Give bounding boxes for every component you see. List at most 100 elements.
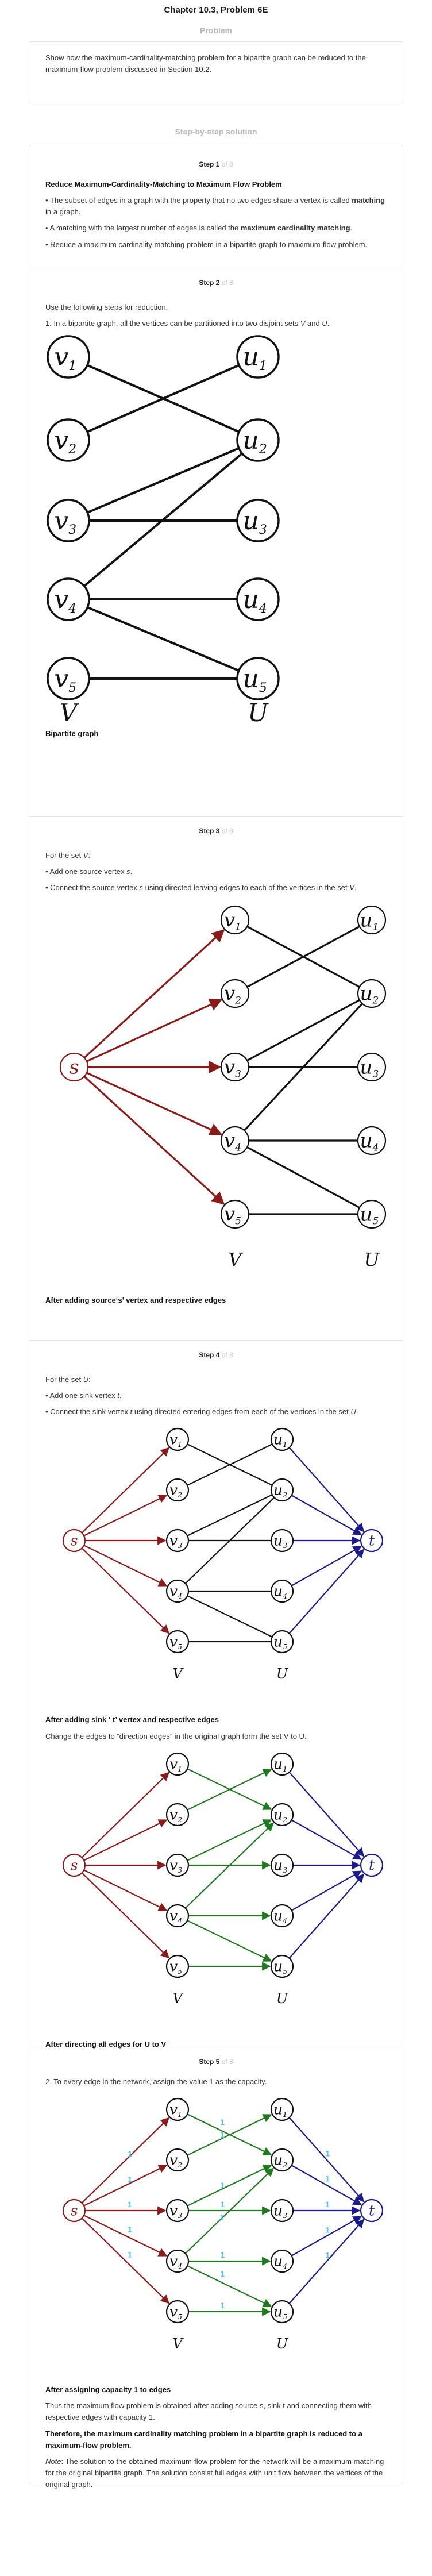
edge-v4-u5 <box>246 1146 360 1209</box>
step-5-para-2: Therefore, the maximum cardinality match… <box>45 2429 362 2450</box>
step-5-para-1: Thus the maximum flow problem is obtaine… <box>45 2401 372 2422</box>
vertex-v2-circle <box>165 1478 190 1502</box>
vertex-v4-circle <box>47 577 90 622</box>
set-label-u: U <box>276 1990 288 2007</box>
step-5-intro: 2. To every edge in the network, assign … <box>45 2077 267 2086</box>
vertex-u5-circle <box>270 1630 294 1654</box>
vertex-u2-circle <box>270 1803 294 1826</box>
vertex-v4: v4 <box>220 1126 250 1156</box>
vertex-u1: u1 <box>236 335 280 379</box>
source-edge-v1 <box>81 2117 170 2204</box>
vertex-u3: u3 <box>236 499 280 543</box>
step-2-caption: Bipartite graph <box>45 729 99 738</box>
vertex-v2: v2 <box>165 2148 190 2172</box>
vertex-v4-circle <box>165 2250 190 2273</box>
edge-v3-u2 <box>187 1494 273 1537</box>
vertex-v3-circle <box>165 2199 190 2223</box>
source-vertex-s-circle <box>59 1053 89 1082</box>
vertex-v2: v2 <box>165 1803 190 1826</box>
vertex-v5-circle <box>165 1954 190 1978</box>
vertex-v1: v1 <box>165 1428 190 1451</box>
vertex-u2-circle <box>270 2148 294 2172</box>
step-2-card: Step 2 of 8 Use the following steps for … <box>29 268 403 816</box>
capacity-label: 1 <box>325 2225 330 2235</box>
capacity-label: 1 <box>221 2200 225 2209</box>
edge-v2-u1 <box>187 1768 272 1811</box>
capacity-label: 1 <box>128 2225 132 2234</box>
vertex-u4-circle <box>270 2250 294 2273</box>
vertex-v4: v4 <box>165 2250 190 2273</box>
step-4-caption-2: After directing all edges for U to V <box>45 2039 167 2049</box>
sink-edge-u5 <box>288 1873 365 1959</box>
vertex-v5: v5 <box>165 1630 190 1654</box>
sink-edge-u5 <box>288 1549 365 1634</box>
capacity-label: 1 <box>220 2130 225 2139</box>
source-vertex-s-label: s <box>71 2203 78 2219</box>
step-3-bullet-1: • Add one source vertex s. <box>45 867 133 876</box>
capacity-label: 1 <box>221 2301 225 2310</box>
vertex-v3-circle <box>220 1053 250 1082</box>
step-1-bullet-2: • A matching with the largest number of … <box>45 224 353 233</box>
vertex-v5: v5 <box>165 1954 190 1978</box>
step-2-item: 1. In a bipartite graph, all the vertice… <box>45 319 330 328</box>
vertex-v1: v1 <box>165 2098 190 2121</box>
source-vertex-s: s <box>62 2199 86 2223</box>
set-label-v: V <box>172 2336 184 2352</box>
vertex-v3-circle <box>165 1529 190 1553</box>
source-vertex-s-label: s <box>71 1857 78 1873</box>
edge-v4-u2 <box>83 452 243 587</box>
vertex-v5: v5 <box>47 657 90 701</box>
step-4-caption-1: After adding sink ‘ t’ vertex and respec… <box>45 1715 219 1724</box>
vertex-v2-circle <box>220 979 250 1008</box>
vertex-v5-circle <box>165 2300 190 2324</box>
sink-edge-u4 <box>291 1870 362 1911</box>
vertex-v1-circle <box>165 1752 190 1776</box>
capacity-label: 1 <box>220 2117 225 2127</box>
vertex-u5: u5 <box>357 1200 387 1229</box>
step-5-caption: After assigning capacity 1 to edges <box>45 2385 171 2394</box>
source-vertex-s-label: s <box>69 1056 79 1079</box>
source-edge-v1 <box>81 1772 170 1858</box>
capacity-label: 1 <box>220 2181 225 2190</box>
set-label-u: U <box>276 2336 288 2352</box>
vertex-v5-circle <box>165 1630 190 1654</box>
vertex-v1-circle <box>165 1428 190 1451</box>
vertex-v4-circle <box>165 1904 190 1927</box>
vertex-u4: u4 <box>270 1904 294 1927</box>
vertex-u5-circle <box>270 2300 294 2324</box>
vertex-v1-circle <box>220 906 250 935</box>
set-label-v: V <box>172 1990 184 2007</box>
vertex-u1: u1 <box>270 1428 294 1451</box>
step-5-note: Note: The solution to the obtained maxim… <box>45 2456 384 2489</box>
source-edge-v5 <box>83 1076 225 1206</box>
vertex-v3: v3 <box>165 1529 190 1553</box>
step-3-label: Step 3 of 8 <box>199 827 233 835</box>
vertex-v4: v4 <box>47 577 90 622</box>
problem-text: Show how the maximum-cardinality-matchin… <box>45 53 366 74</box>
vertex-u1: u1 <box>270 2098 294 2121</box>
step-3-intro: For the set V: <box>45 851 91 860</box>
vertex-u5: u5 <box>270 1954 294 1978</box>
edge-v3-u2 <box>187 1819 272 1861</box>
vertex-u5-circle <box>236 657 280 701</box>
step-2-intro: Use the following steps for reduction. <box>45 303 168 311</box>
step-4-bullet-1: • Add one sink vertex t. <box>45 1391 122 1400</box>
vertex-u3: u3 <box>270 1853 294 1877</box>
capacity-label: 1 <box>128 2175 132 2184</box>
vertex-u3-circle <box>270 2199 294 2223</box>
sink-vertex-t: t <box>360 1529 384 1553</box>
capacity-label: 1 <box>325 2174 330 2184</box>
step-1-bullet-1: • The subset of edges in a graph with th… <box>45 196 385 217</box>
step-1-heading: Reduce Maximum-Cardinality-Matching to M… <box>45 180 282 188</box>
vertex-v2-circle <box>47 418 90 463</box>
problem-card: Show how the maximum-cardinality-matchin… <box>29 41 403 102</box>
vertex-u5-label: u5 <box>273 1634 287 1651</box>
vertex-u5-circle <box>357 1200 387 1229</box>
source-edge-v4 <box>83 1869 168 1911</box>
solution-heading: Step-by-step solution <box>175 127 257 136</box>
vertex-u3: u3 <box>270 2199 294 2223</box>
edge-v2-u1 <box>246 926 360 988</box>
vertex-v4: v4 <box>165 1580 190 1603</box>
